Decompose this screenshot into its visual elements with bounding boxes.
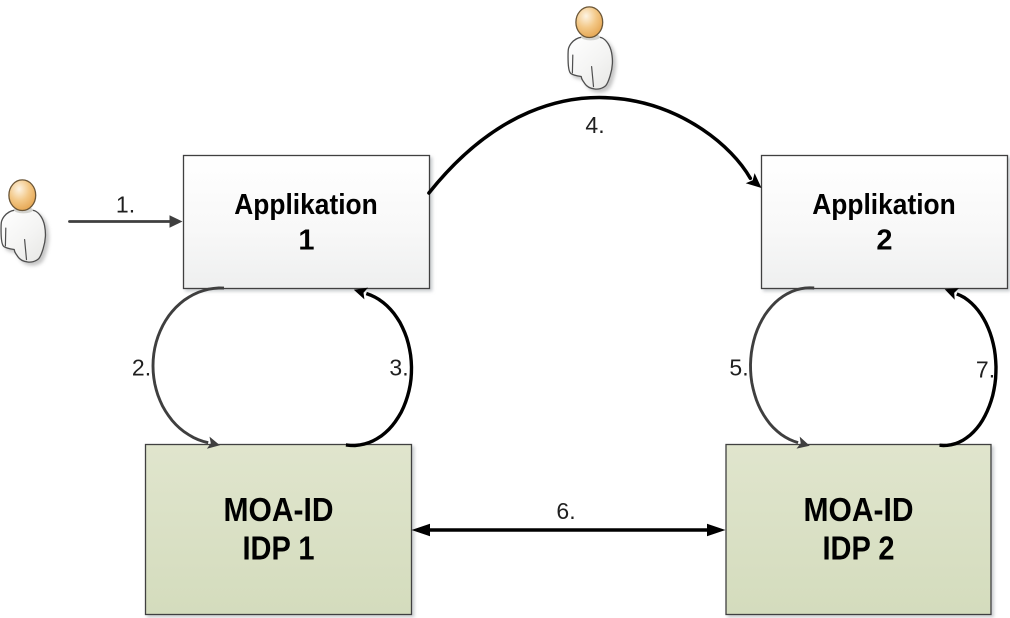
svg-text:6.: 6. — [556, 498, 575, 524]
svg-text:5.: 5. — [729, 354, 748, 380]
svg-text:Applikation: Applikation — [234, 189, 378, 221]
svg-text:IDP 2: IDP 2 — [823, 529, 895, 566]
svg-text:7.: 7. — [976, 357, 995, 383]
svg-text:1.: 1. — [116, 192, 135, 218]
svg-text:IDP 1: IDP 1 — [243, 529, 315, 566]
svg-text:3.: 3. — [389, 354, 408, 380]
svg-text:MOA-ID: MOA-ID — [224, 491, 334, 528]
svg-text:2.: 2. — [132, 354, 151, 380]
svg-text:2: 2 — [876, 225, 892, 257]
svg-text:1: 1 — [298, 225, 314, 257]
svg-text:Applikation: Applikation — [812, 189, 956, 221]
svg-text:4.: 4. — [585, 112, 604, 138]
svg-text:MOA-ID: MOA-ID — [804, 491, 914, 528]
